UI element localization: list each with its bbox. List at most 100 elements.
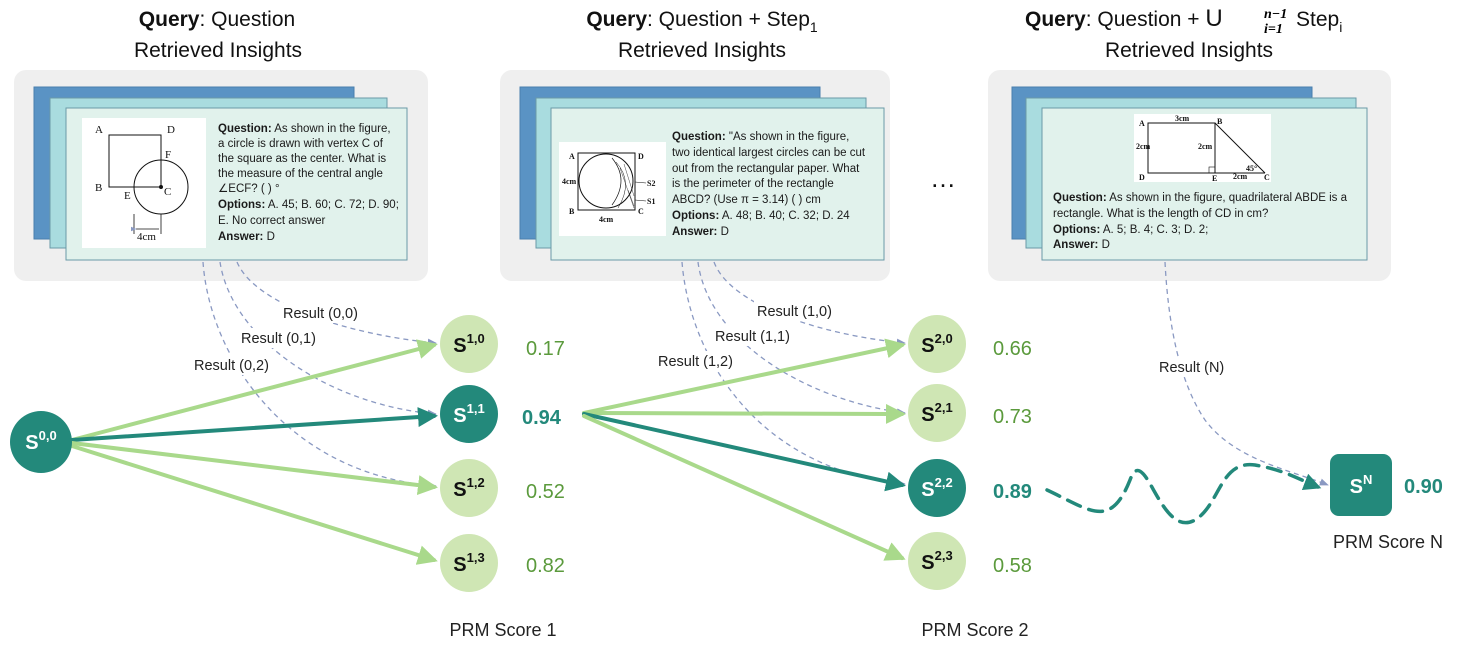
svg-text:C: C (638, 207, 644, 216)
svg-text:Query: Question: Query: Question (139, 8, 295, 31)
edge-11-22 (582, 412, 906, 492)
svg-text:E: E (124, 190, 131, 202)
card-3-figure: A B D E C 3cm 2cm 2cm 2cm 45° (1134, 114, 1271, 183)
svg-text:S1,1: S1,1 (453, 401, 484, 427)
svg-text:Question: As shown in the fig: Question: As shown in the figure, quadri… (1053, 192, 1348, 204)
svg-text:Query: Question + U: Query: Question + U (1025, 5, 1223, 32)
svg-text:S2: S2 (647, 179, 655, 188)
svg-text:2cm: 2cm (1198, 142, 1213, 151)
svg-text:3cm: 3cm (1175, 114, 1190, 123)
insights-panel-3: A B D E C 3cm 2cm 2cm 2cm 45° Question: … (988, 70, 1391, 281)
svg-text:Answer: D: Answer: D (1053, 239, 1110, 251)
svg-text:Result (1,2): Result (1,2) (658, 354, 733, 370)
svg-text:A: A (569, 152, 575, 161)
caption-prm-score-1: PRM Score 1 (449, 620, 556, 640)
caption-prm-score-2: PRM Score 2 (921, 620, 1028, 640)
score-1-0: 0.17 (526, 338, 565, 360)
svg-text:45°: 45° (1246, 164, 1257, 173)
svg-text:S2,0: S2,0 (921, 331, 952, 357)
insights-panel-2: A D B C S2 S1 4cm 4cm Question: "As show… (500, 70, 890, 281)
edge-00-13 (70, 444, 438, 565)
svg-text:out from the rectangular paper: out from the rectangular paper. What (672, 163, 860, 175)
edge-11-23 (582, 414, 906, 561)
edge-22-n-wavy (1045, 463, 1322, 525)
card-2-figure: A D B C S2 S1 4cm 4cm (559, 142, 666, 236)
svg-text:the measure of the central ang: the measure of the central angle (218, 168, 383, 180)
score-1-2: 0.52 (526, 481, 565, 503)
score-1-3: 0.82 (526, 555, 565, 577)
svg-text:2cm: 2cm (1233, 172, 1248, 181)
score-n: 0.90 (1404, 476, 1443, 498)
node-s-2-2: S2,2 (908, 459, 966, 517)
svg-text:S1,0: S1,0 (453, 331, 484, 357)
svg-text:Result (0,1): Result (0,1) (241, 331, 316, 347)
edge-11-20 (582, 338, 906, 415)
node-s-1-3: S1,3 (440, 534, 498, 592)
svg-text:2cm: 2cm (1136, 142, 1151, 151)
score-2-2: 0.89 (993, 481, 1032, 503)
svg-text:Result (1,1): Result (1,1) (715, 329, 790, 345)
query-title-3: Query: Question + U n−1 i=1 Stepi Retrie… (1025, 5, 1342, 62)
retrieval-link-n (1164, 261, 1329, 486)
svg-text:Question: As shown in the fig: Question: As shown in the figure, (218, 123, 391, 135)
insights-panel-1: A D F B E C 4cm Question: As shown in th… (14, 70, 428, 281)
svg-text:E: E (1212, 174, 1217, 183)
svg-text:rectangle. What is the length: rectangle. What is the length of CD in c… (1053, 208, 1268, 220)
svg-text:SN: SN (1350, 472, 1373, 498)
svg-text:Options: A. 5; B. 4; C. 3; D.: Options: A. 5; B. 4; C. 3; D. 2; (1053, 224, 1208, 236)
ellipsis: … (930, 163, 956, 193)
svg-text:B: B (95, 182, 102, 194)
score-2-1: 0.73 (993, 406, 1032, 428)
prm-scores: 0.17 0.94 0.52 0.82 0.66 0.73 0.89 0.58 … (522, 338, 1443, 577)
svg-text:Answer: D: Answer: D (672, 226, 729, 238)
svg-text:4cm: 4cm (562, 177, 577, 186)
node-s-2-1: S2,1 (908, 384, 966, 442)
svg-text:i=1: i=1 (1264, 22, 1283, 37)
card-1-figure: A D F B E C 4cm (82, 118, 206, 248)
svg-text:Retrieved Insights: Retrieved Insights (134, 39, 302, 62)
node-s-1-2: S1,2 (440, 459, 498, 517)
svg-text:Query: Question + Step1: Query: Question + Step1 (586, 8, 818, 35)
svg-text:S1,3: S1,3 (453, 550, 484, 576)
svg-text:C: C (1264, 173, 1270, 182)
svg-text:S2,3: S2,3 (921, 548, 952, 574)
svg-text:S0,0: S0,0 (25, 428, 56, 454)
svg-text:S1: S1 (647, 197, 655, 206)
svg-text:Stepi: Stepi (1296, 8, 1342, 35)
node-s-0-0: S0,0 (10, 411, 72, 473)
svg-text:Result (0,0): Result (0,0) (283, 306, 358, 322)
svg-text:C: C (164, 186, 171, 198)
svg-text:ABCD? (Use π = 3.14) ( ) cm: ABCD? (Use π = 3.14) ( ) cm (672, 194, 821, 206)
svg-text:a circle is drawn with vertex: a circle is drawn with vertex C of (218, 138, 384, 150)
node-s-2-0: S2,0 (908, 315, 966, 373)
retrieval-link-0-2 (202, 261, 437, 490)
retrieval-link-1-1 (697, 261, 906, 416)
card-2-text: Question: "As shown in the figure, two i… (672, 131, 866, 238)
svg-text:Result (1,0): Result (1,0) (757, 304, 832, 320)
result-labels: Result (0,0) Result (0,1) Result (0,2) R… (191, 301, 1240, 377)
svg-text:Retrieved Insights: Retrieved Insights (1105, 39, 1273, 62)
svg-text:S2,2: S2,2 (921, 475, 952, 501)
card-3-text: Question: As shown in the figure, quadri… (1053, 192, 1348, 251)
caption-prm-score-n: PRM Score N (1333, 532, 1443, 552)
node-s-2-3: S2,3 (908, 532, 966, 590)
retrieval-link-0-1 (219, 261, 437, 417)
svg-text:F: F (165, 149, 171, 161)
svg-text:Options: A. 45; B. 60; C. 72;: Options: A. 45; B. 60; C. 72; D. 90; (218, 199, 399, 211)
svg-text:is the perimeter of the rectan: is the perimeter of the rectangle (672, 178, 834, 190)
node-s-n: SN (1330, 454, 1392, 516)
svg-text:Options: A. 48; B. 40; C. 32;: Options: A. 48; B. 40; C. 32; D. 24 (672, 210, 850, 222)
score-2-3: 0.58 (993, 555, 1032, 577)
svg-text:n−1: n−1 (1264, 7, 1287, 22)
svg-text:4cm: 4cm (599, 215, 614, 224)
edge-00-12 (70, 441, 438, 495)
svg-text:Answer: D: Answer: D (218, 231, 275, 243)
svg-text:B: B (569, 207, 575, 216)
score-1-1: 0.94 (522, 407, 562, 429)
node-s-1-1: S1,1 (440, 385, 498, 443)
svg-text:A: A (95, 124, 103, 136)
svg-text:4cm: 4cm (137, 231, 156, 243)
svg-text:D: D (167, 124, 175, 136)
card-1-text: Question: As shown in the figure, a circ… (218, 123, 399, 243)
